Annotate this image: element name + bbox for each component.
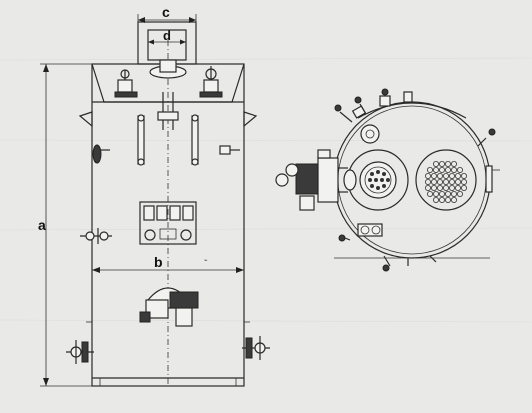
level-gauge-left <box>137 114 145 166</box>
drain-valve-left <box>66 340 94 364</box>
drain-valve-right <box>242 336 270 360</box>
dimension-label-a: a <box>38 217 46 233</box>
bottom-fittings <box>338 223 437 272</box>
feed-valve-left <box>80 228 112 244</box>
dimension-label-d: d <box>163 28 171 43</box>
dimension-label-c: c <box>162 4 170 20</box>
control-panel <box>139 201 197 245</box>
safety-valve-left <box>114 69 138 98</box>
lifting-lug-right <box>243 111 258 128</box>
end-view-burner <box>275 149 348 211</box>
dimension-label-b: b <box>154 254 163 270</box>
safety-valve-right <box>199 66 223 98</box>
right-fittings <box>477 128 500 193</box>
burner <box>139 287 199 327</box>
dimension-lines <box>40 14 244 387</box>
furnace-tube <box>343 149 409 211</box>
valve-right-mid <box>219 145 240 155</box>
tube-bank <box>415 149 477 211</box>
end-view <box>275 88 500 272</box>
top-fittings <box>334 88 413 144</box>
front-view: ⌁ <box>66 21 270 387</box>
level-gauge-right <box>191 114 199 166</box>
lifting-lug-left <box>78 111 93 128</box>
svg-text:⌁: ⌁ <box>204 258 208 264</box>
blowdown-valve-left <box>92 144 110 164</box>
boiler-shell <box>333 101 491 259</box>
paper-texture <box>0 57 532 323</box>
